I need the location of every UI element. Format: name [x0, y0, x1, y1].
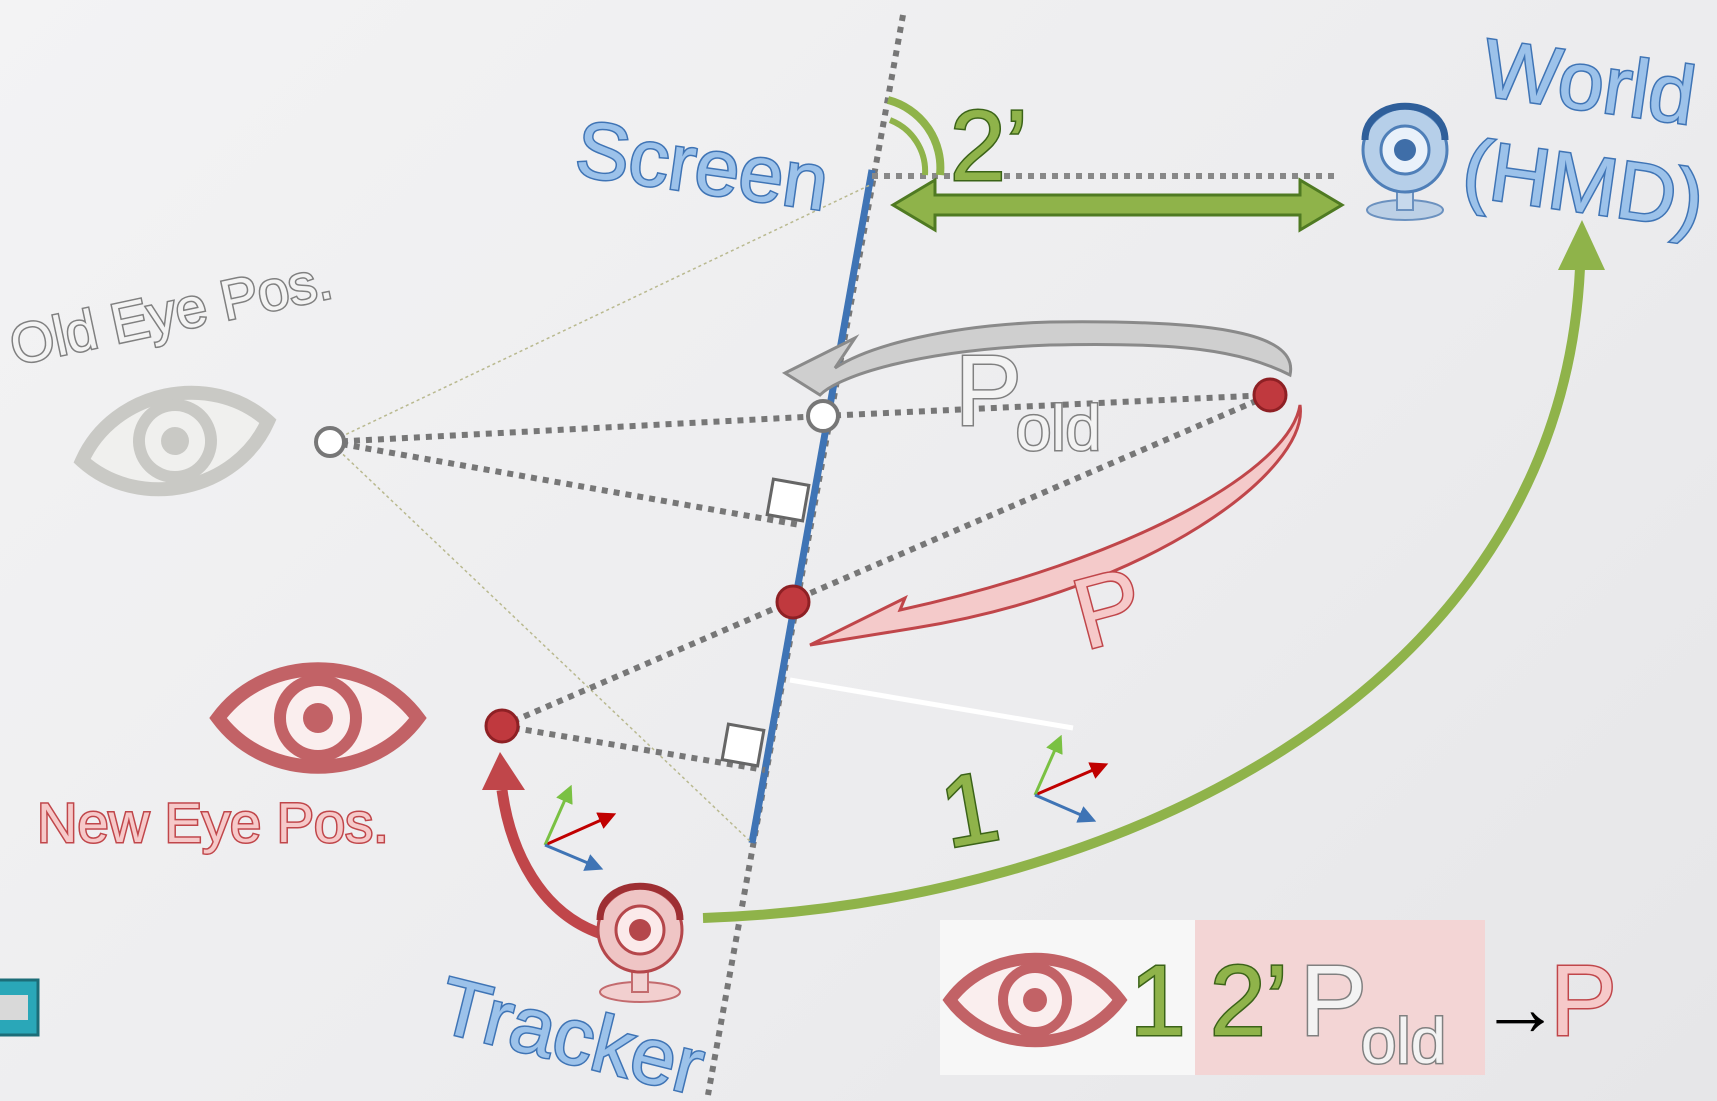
new-eye-to-world-point — [500, 392, 1272, 729]
p-old-main: P — [955, 335, 1022, 447]
p-label: P — [1062, 546, 1155, 671]
two-prime-label: 2’ — [950, 90, 1028, 202]
right-angle-icon — [720, 722, 766, 768]
formula-p-sub: old — [1361, 1005, 1446, 1077]
formula-p-main: P — [1300, 945, 1367, 1057]
old-eye-perpendicular — [329, 439, 801, 528]
screen-label: Screen — [571, 104, 834, 227]
p-old-label: Pold — [955, 335, 1101, 464]
tracker-to-world-arrow-head — [1558, 220, 1605, 270]
formula-one: 1 — [1130, 945, 1186, 1057]
old-eye-point — [314, 426, 346, 458]
one-label: 1 — [932, 750, 1006, 870]
p-arrow — [809, 404, 1302, 647]
tracker-to-world-arrow — [702, 267, 1585, 923]
old-eye-to-screen-point — [329, 413, 824, 445]
tracker-label: Tracker — [431, 960, 713, 1101]
hmd-label: (HMD) — [1457, 123, 1709, 247]
formula-two-prime: 2’ — [1210, 945, 1288, 1057]
p-old-arrow — [781, 320, 1293, 397]
world-label: World — [1477, 23, 1700, 143]
formula-arrow: → — [1480, 963, 1560, 1052]
new-eye-perpendicular — [501, 723, 766, 773]
right-angle-icon — [765, 477, 811, 523]
corner-icon — [0, 978, 40, 1037]
angle-arc — [886, 96, 945, 176]
screen-point-to-world-point — [822, 392, 1271, 419]
tracker-to-eye-arrow — [496, 789, 607, 941]
angle-arc — [888, 117, 929, 176]
formula-p-old: Pold — [1300, 945, 1446, 1077]
webcam-icon — [1361, 102, 1449, 221]
reference-line — [789, 677, 1074, 731]
formula-highlight — [1195, 920, 1485, 1075]
axes-icon — [1033, 734, 1109, 823]
eye-icon — [73, 385, 277, 497]
eye-icon — [942, 952, 1128, 1048]
frustum-line-bottom — [329, 441, 753, 844]
old-eye-label: Old Eye Pos. — [4, 247, 337, 377]
eye-icon — [209, 662, 427, 774]
old-screen-point — [806, 399, 840, 433]
new-screen-point — [775, 584, 811, 620]
tracker-to-eye-arrow-head — [482, 752, 525, 790]
p-old-sub: old — [1016, 392, 1101, 464]
frustum-line-top — [329, 184, 871, 443]
new-eye-label: New Eye Pos. — [37, 791, 389, 854]
new-eye-point — [484, 708, 520, 744]
axes-icon — [543, 784, 617, 871]
world-point — [1252, 377, 1288, 413]
distance-double-arrow — [890, 177, 1345, 233]
formula-result: P — [1550, 945, 1617, 1057]
screen-line — [748, 169, 876, 844]
webcam-icon — [596, 882, 684, 1003]
